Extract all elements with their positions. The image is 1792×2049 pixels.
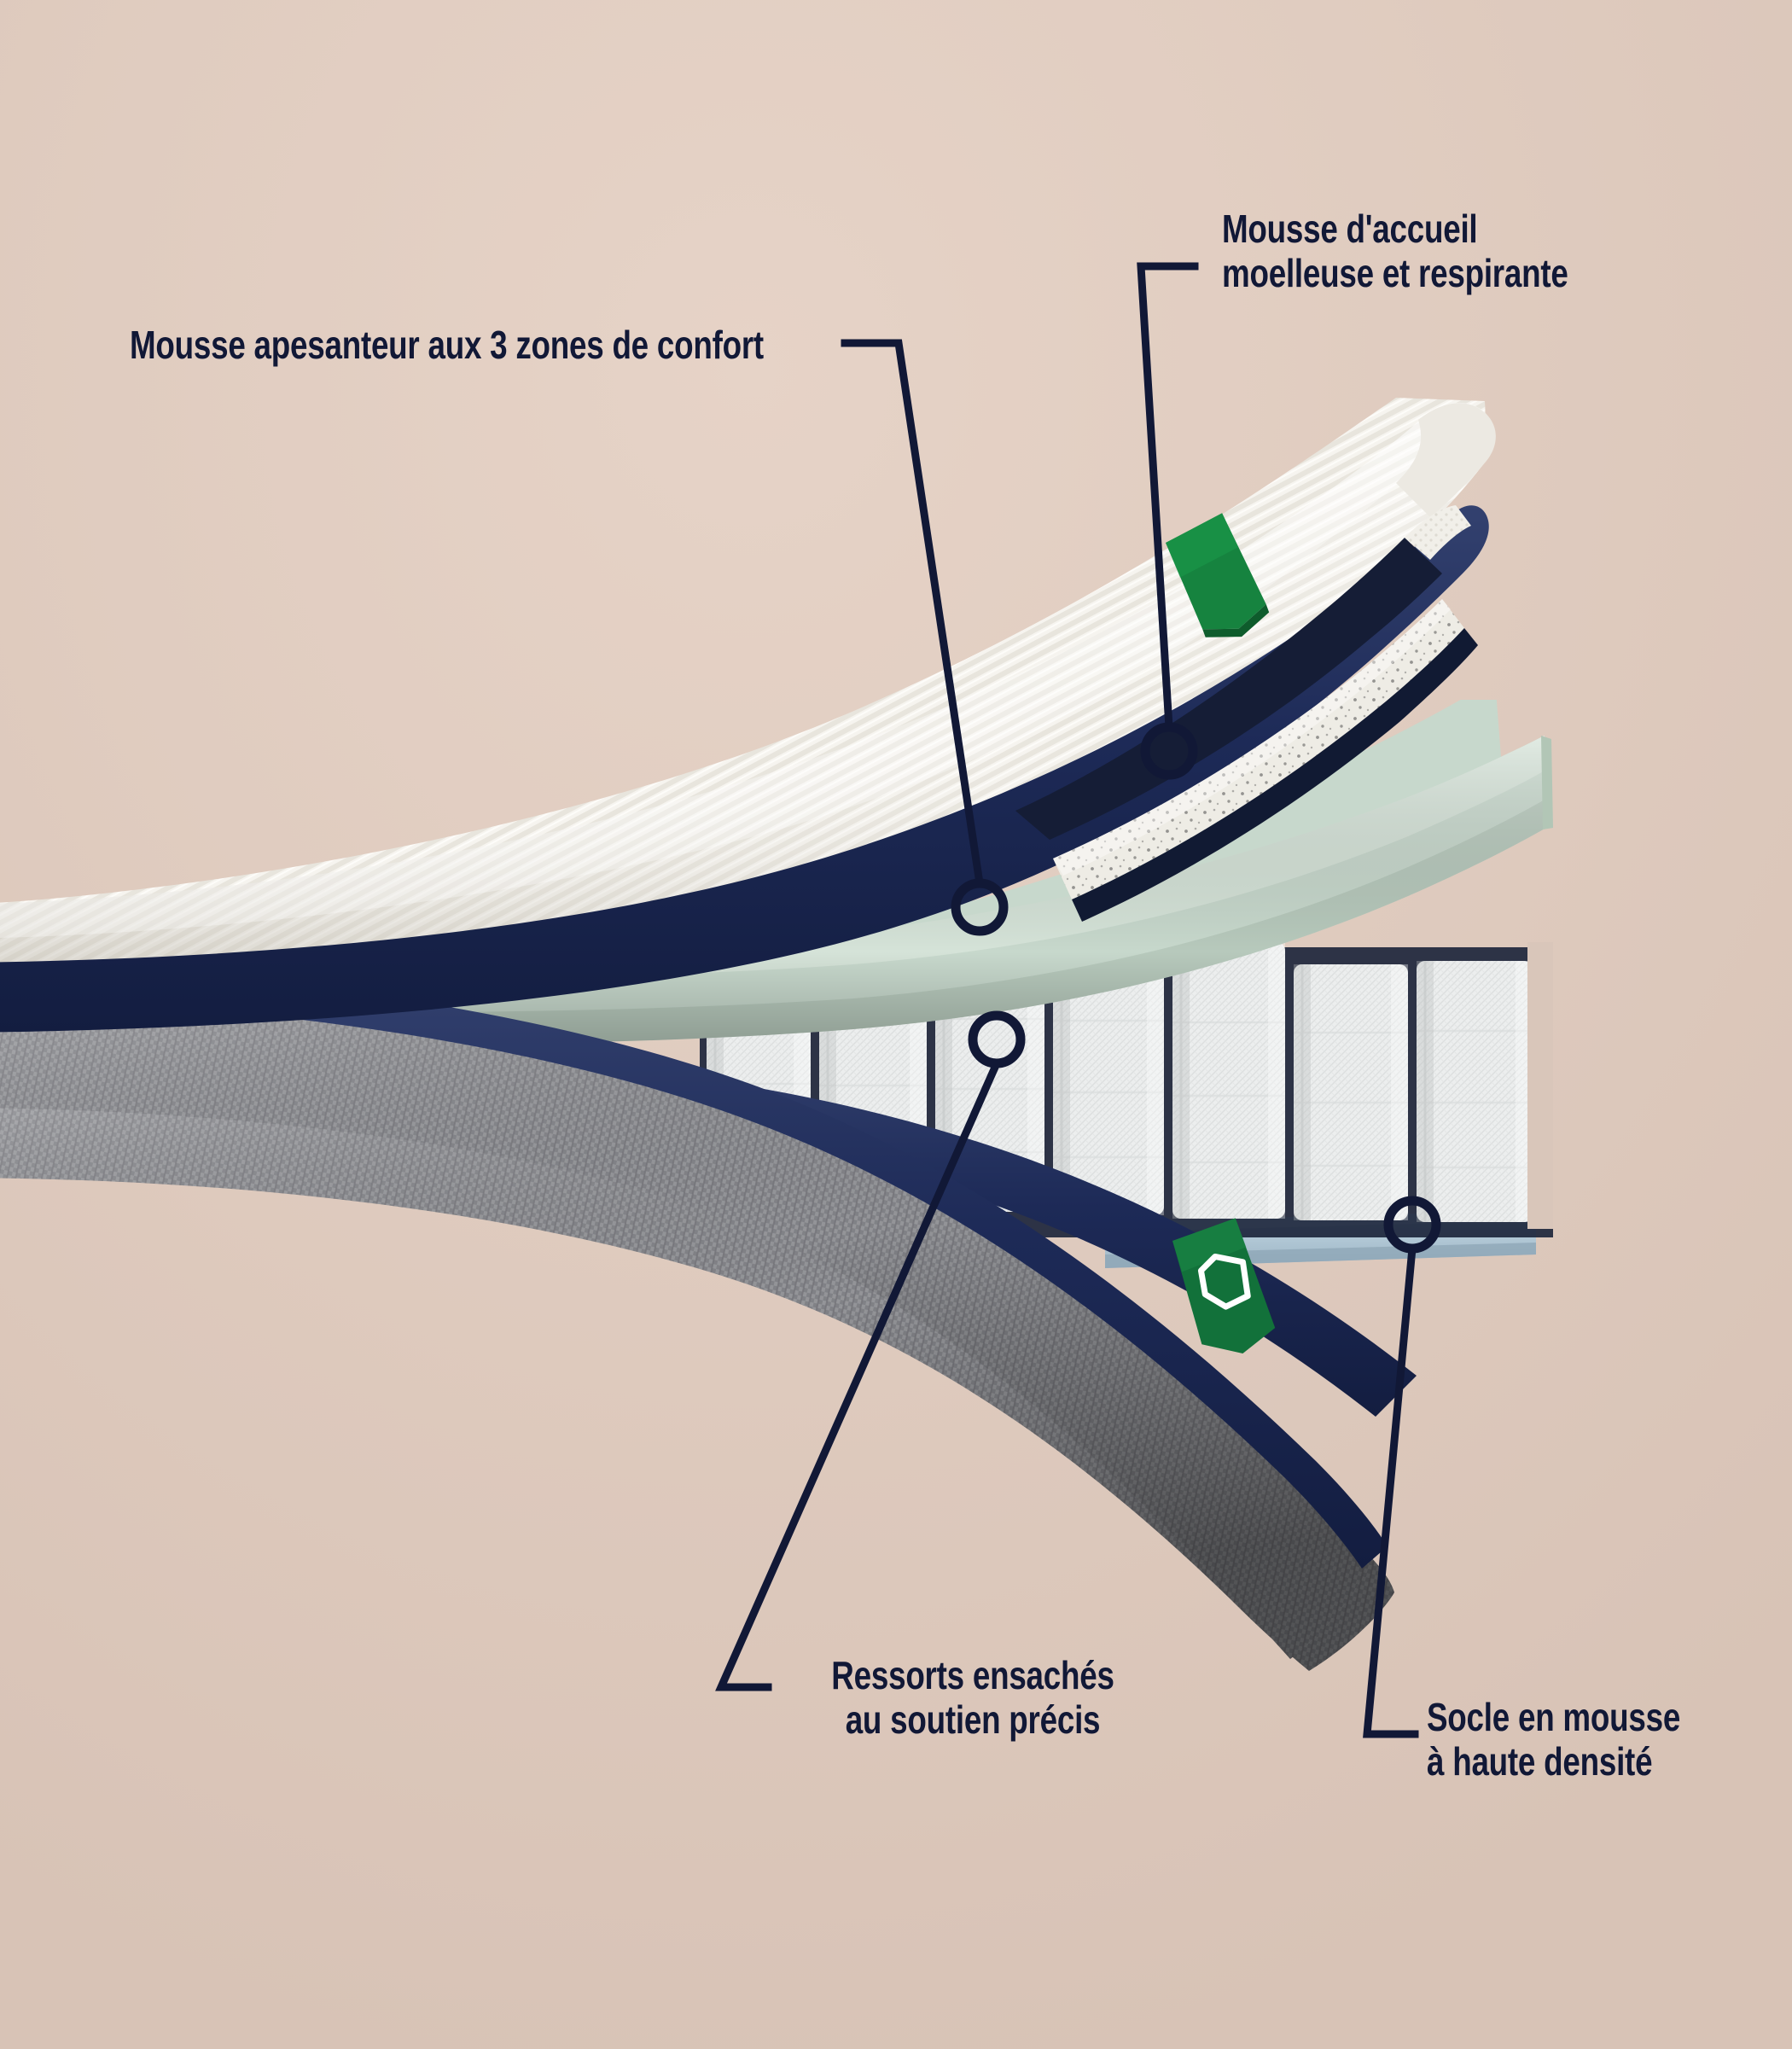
tag-bottom-badge — [1172, 1218, 1276, 1353]
spring-unit — [1294, 964, 1408, 1220]
callout-markers — [951, 722, 1441, 1254]
spring-unit — [1417, 961, 1533, 1222]
callout-label-ressorts-ensaches: Ressorts ensachés au soutien précis — [831, 1653, 1114, 1742]
callout-label-socle-mousse: Socle en mousse à haute densité — [1427, 1695, 1681, 1784]
callout-line-ressorts-ensaches — [715, 1058, 1002, 1691]
cover-end-cap — [1396, 403, 1496, 517]
callout-label-mousse-accueil: Mousse d'accueil moelleuse et respirante — [1222, 207, 1568, 295]
pentagon-outline-icon — [1197, 1253, 1251, 1310]
foam-accueil-layer — [1015, 505, 1478, 922]
spring-unit — [1053, 944, 1164, 1215]
callout-marker-socle-mousse — [1383, 1196, 1441, 1254]
callout-marker-mousse-accueil — [1140, 722, 1198, 780]
callout-line-mousse-accueil — [1137, 262, 1199, 731]
callout-marker-ressorts-ensaches — [968, 1010, 1026, 1068]
callout-line-mousse-apesanteur — [841, 339, 985, 888]
callout-label-mousse-apesanteur: Mousse apesanteur aux 3 zones de confort — [130, 323, 764, 367]
callout-marker-mousse-apesanteur — [951, 878, 1009, 936]
grey-fabric-body — [0, 963, 1388, 1659]
tag-top-badge — [1166, 513, 1270, 637]
callout-line-socle-mousse — [1363, 1244, 1419, 1738]
spring-unit — [1172, 942, 1285, 1219]
callout-lines — [715, 262, 1419, 1738]
